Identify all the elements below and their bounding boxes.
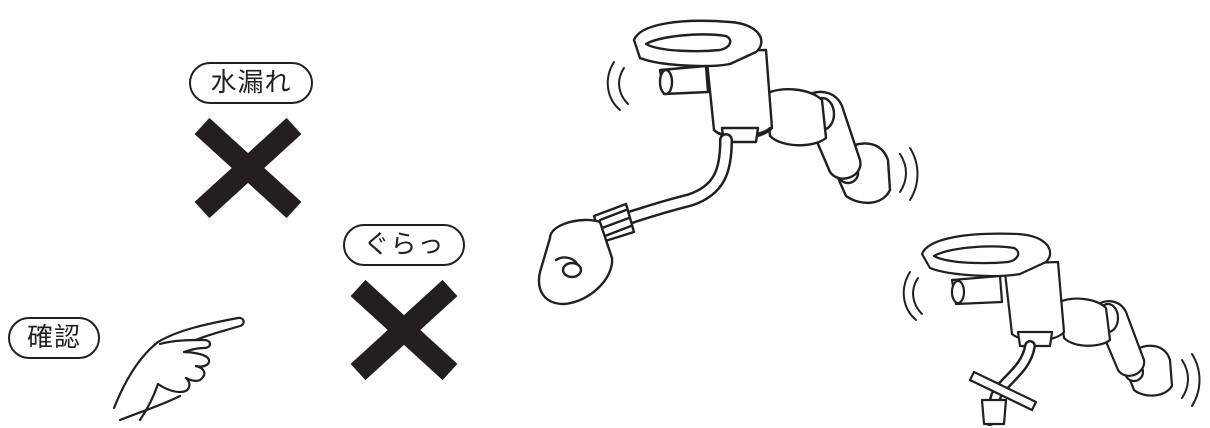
- check-label: 確認: [8, 317, 100, 359]
- pointing-hand-icon: [100, 300, 260, 425]
- x-mark-icon: [348, 280, 460, 380]
- faucet-with-shower-hose: [530, 10, 940, 310]
- wobble-label: ぐらっ: [343, 224, 465, 266]
- faucet-with-hose-band: [900, 210, 1210, 428]
- leak-label: 水漏れ: [189, 62, 313, 104]
- x-mark-icon: [192, 118, 304, 218]
